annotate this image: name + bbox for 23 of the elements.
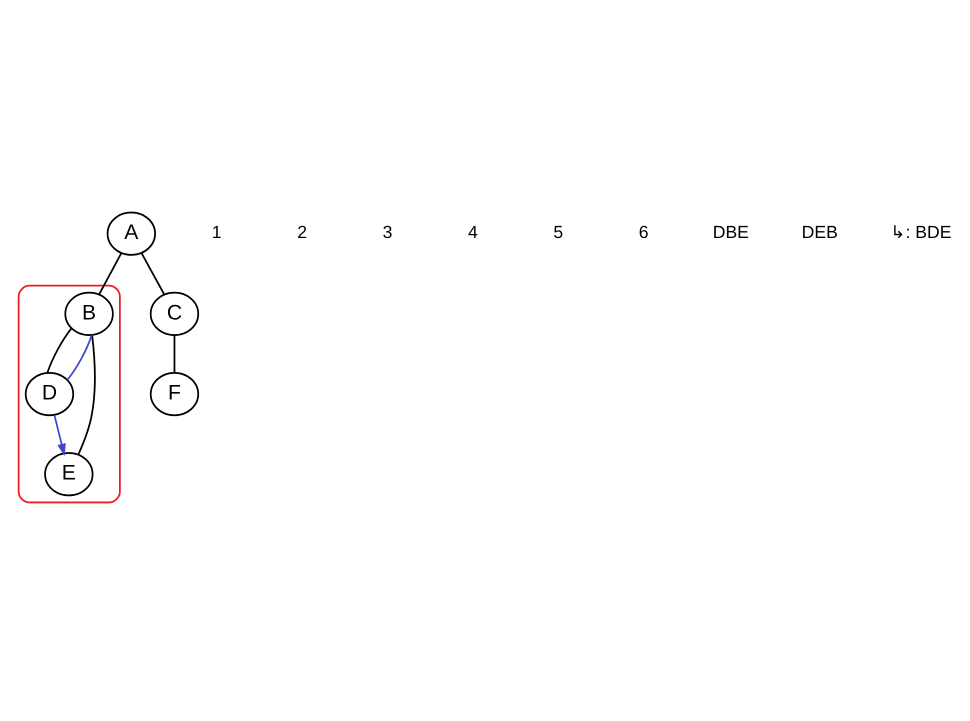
node-ellipse: B [64,291,114,336]
label: 5 [553,222,564,242]
node-ellipse: C [150,291,200,336]
arrow [54,414,66,456]
connector [140,252,166,294]
connector [66,334,93,380]
cluster [18,284,121,503]
connector [46,327,72,373]
label: 3 [382,222,392,242]
label: 6 [638,222,649,242]
label: 1 [212,222,222,242]
connector [77,334,96,455]
label: 2 [297,222,308,242]
node-ellipse: F [150,371,200,416]
connector [174,334,176,372]
node-ellipse: A [106,211,156,256]
node-ellipse: E [44,452,94,496]
label: ↳: BDE [890,222,952,242]
label: DBE [712,222,749,242]
connector [98,252,122,294]
label: DEB [802,222,838,242]
node-ellipse: D [24,371,74,416]
label: 4 [468,222,478,242]
